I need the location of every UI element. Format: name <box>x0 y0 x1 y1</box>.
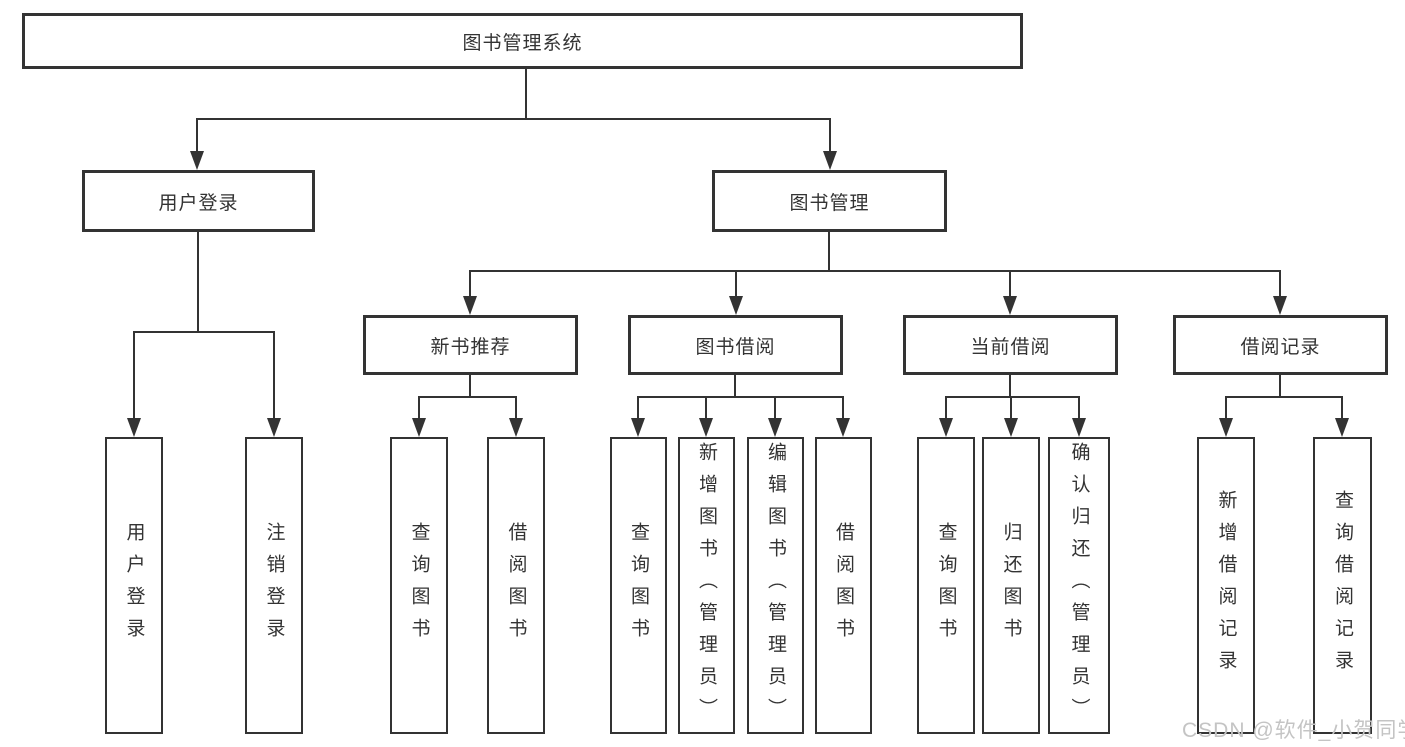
arrow-down-icon <box>768 418 782 437</box>
node-new-book-recommend: 新书推荐 <box>363 315 578 375</box>
connector-line <box>1078 396 1080 419</box>
arrow-down-icon <box>631 418 645 437</box>
leaf-query-book-2: 查询图书 <box>610 437 667 734</box>
arrow-down-icon <box>412 418 426 437</box>
leaf-add-borrow-record: 新增借阅记录 <box>1197 437 1255 734</box>
connector-line <box>842 396 844 419</box>
connector-line <box>637 396 844 398</box>
connector-line <box>418 396 420 419</box>
leaf-confirm-return-admin-label: 确认归还（管理员） <box>1068 441 1090 730</box>
leaf-logout: 注销登录 <box>245 437 303 734</box>
leaf-return-book-label: 归还图书 <box>1000 521 1022 650</box>
leaf-query-book-3: 查询图书 <box>917 437 975 734</box>
arrow-down-icon <box>509 418 523 437</box>
connector-line <box>196 118 198 154</box>
leaf-query-book-2-label: 查询图书 <box>628 521 649 650</box>
arrow-down-icon <box>127 418 141 437</box>
leaf-edit-book-admin: 编辑图书（管理员） <box>747 437 804 734</box>
leaf-borrow-book-1-label: 借阅图书 <box>505 521 527 650</box>
arrow-down-icon <box>1273 296 1287 315</box>
connector-line <box>196 118 831 120</box>
connector-line <box>735 270 737 298</box>
leaf-add-borrow-record-label: 新增借阅记录 <box>1215 489 1237 682</box>
connector-line <box>525 69 527 120</box>
connector-line <box>1341 396 1343 419</box>
connector-line <box>469 375 471 398</box>
node-user-login: 用户登录 <box>82 170 315 232</box>
leaf-query-book-3-label: 查询图书 <box>935 521 957 650</box>
node-library-system-label: 图书管理系统 <box>462 32 583 54</box>
connector-line <box>1225 396 1227 419</box>
connector-line <box>418 396 517 398</box>
arrow-down-icon <box>699 418 713 437</box>
leaf-query-borrow-record-label: 查询借阅记录 <box>1332 489 1353 682</box>
node-book-borrow-label: 图书借阅 <box>695 336 776 358</box>
connector-line <box>774 396 776 419</box>
node-book-management: 图书管理 <box>712 170 947 232</box>
arrow-down-icon <box>1004 418 1018 437</box>
connector-line <box>1009 270 1011 298</box>
leaf-return-book: 归还图书 <box>982 437 1040 734</box>
node-book-borrow: 图书借阅 <box>628 315 843 375</box>
connector-line <box>1225 396 1342 398</box>
connector-line <box>273 331 275 419</box>
connector-line <box>1009 375 1011 398</box>
node-library-system: 图书管理系统 <box>22 13 1023 69</box>
leaf-edit-book-admin-label: 编辑图书（管理员） <box>765 441 786 730</box>
connector-line <box>945 396 947 419</box>
leaf-add-book-admin: 新增图书（管理员） <box>678 437 735 734</box>
arrow-down-icon <box>836 418 850 437</box>
connector-line <box>133 331 275 333</box>
node-borrow-records: 借阅记录 <box>1173 315 1388 375</box>
connector-line <box>1279 375 1281 398</box>
leaf-query-borrow-record: 查询借阅记录 <box>1313 437 1372 734</box>
leaf-borrow-book-2-label: 借阅图书 <box>833 521 854 650</box>
connector-line <box>469 270 1281 272</box>
arrow-down-icon <box>729 296 743 315</box>
leaf-borrow-book-2: 借阅图书 <box>815 437 872 734</box>
arrow-down-icon <box>1335 418 1349 437</box>
connector-line <box>197 232 199 333</box>
connector-line <box>1010 396 1012 419</box>
leaf-confirm-return-admin: 确认归还（管理员） <box>1048 437 1110 734</box>
arrow-down-icon <box>823 151 837 170</box>
connector-line <box>469 270 471 298</box>
csdn-watermark: CSDN @软件_小贺同学 <box>1182 719 1405 742</box>
node-borrow-records-label: 借阅记录 <box>1240 336 1321 358</box>
arrow-down-icon <box>267 418 281 437</box>
connector-line <box>945 396 1079 398</box>
connector-line <box>705 396 707 419</box>
connector-line <box>734 375 736 398</box>
arrow-down-icon <box>1219 418 1233 437</box>
connector-line <box>828 232 830 272</box>
leaf-query-book-1-label: 查询图书 <box>408 521 430 650</box>
connector-line <box>133 331 135 419</box>
leaf-user-login: 用户登录 <box>105 437 163 734</box>
leaf-logout-label: 注销登录 <box>263 521 285 650</box>
connector-line <box>515 396 517 419</box>
node-new-book-recommend-label: 新书推荐 <box>430 336 511 358</box>
node-current-borrow: 当前借阅 <box>903 315 1118 375</box>
arrow-down-icon <box>1003 296 1017 315</box>
leaf-query-book-1: 查询图书 <box>390 437 448 734</box>
leaf-add-book-admin-label: 新增图书（管理员） <box>696 441 717 730</box>
connector-line <box>829 118 831 154</box>
leaf-borrow-book-1: 借阅图书 <box>487 437 545 734</box>
connector-line <box>637 396 639 419</box>
connector-line <box>1279 270 1281 298</box>
node-current-borrow-label: 当前借阅 <box>970 336 1051 358</box>
node-user-login-label: 用户登录 <box>158 192 239 214</box>
arrow-down-icon <box>939 418 953 437</box>
arrow-down-icon <box>1072 418 1086 437</box>
node-book-management-label: 图书管理 <box>789 192 870 214</box>
leaf-user-login-label: 用户登录 <box>123 521 145 650</box>
arrow-down-icon <box>463 296 477 315</box>
arrow-down-icon <box>190 151 204 170</box>
